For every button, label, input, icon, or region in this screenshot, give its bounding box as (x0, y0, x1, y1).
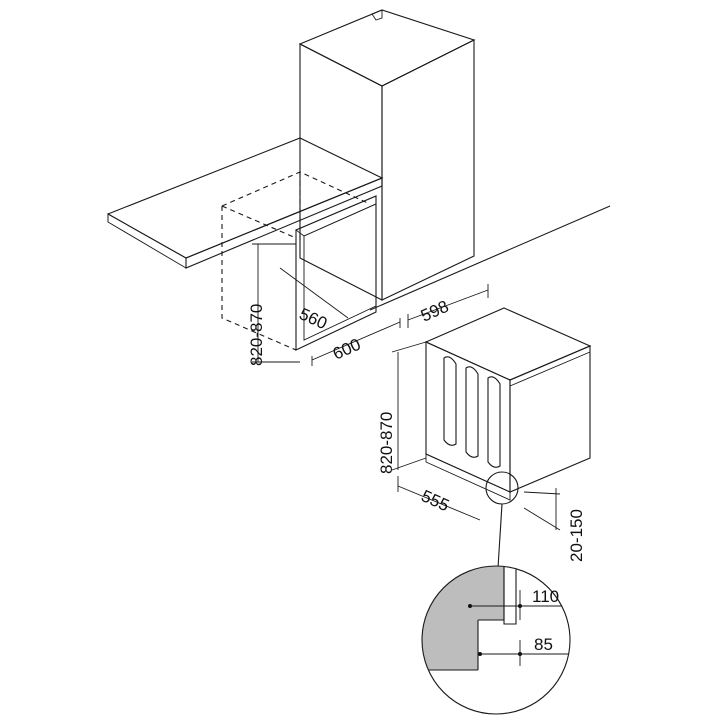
detail-lower-label: 85 (534, 635, 553, 654)
niche-height-label: 820-870 (247, 304, 266, 366)
floor-line (369, 205, 611, 311)
niche-opening (295, 195, 377, 351)
niche-depth-dimension (279, 267, 349, 319)
tall-cabinet (298, 9, 476, 301)
niche-width-dimension (311, 318, 401, 366)
niche-width-label: 600 (330, 335, 364, 364)
detail-callout (485, 471, 519, 569)
niche-height-dimension (252, 243, 300, 363)
appliance-depth-dimension (397, 476, 481, 521)
niche-depth-label: 560 (296, 304, 330, 333)
appliance-height-dimension (391, 341, 427, 471)
detail-magnified (421, 565, 571, 715)
countertop (106, 137, 384, 269)
detail-upper-label: 110 (532, 587, 559, 606)
appliance-depth-label: 555 (418, 486, 452, 515)
appliance-height-label: 820-870 (377, 412, 396, 474)
foot-adjust-dimension (523, 488, 561, 531)
niche-hidden-outline (221, 171, 371, 351)
appliance-width-label: 598 (418, 297, 452, 326)
dishwasher (424, 307, 592, 501)
appliance-width-dimension (407, 284, 489, 328)
foot-adjust-label: 20-150 (567, 509, 586, 562)
